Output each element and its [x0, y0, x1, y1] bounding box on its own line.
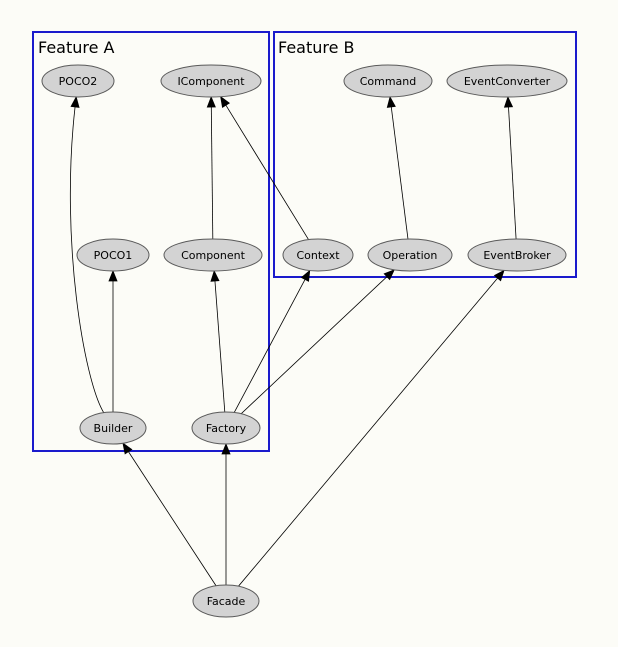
node-label: Component — [181, 249, 246, 262]
node-context[interactable]: Context — [282, 238, 354, 272]
arrowhead — [386, 95, 396, 108]
node-shape[interactable] — [446, 64, 568, 98]
edge-factory-to-component — [210, 269, 226, 413]
cluster-feature-a: Feature A — [32, 31, 270, 452]
cluster-feature-b-label: Feature B — [278, 38, 355, 57]
node-label: Factory — [206, 422, 247, 435]
arrowhead — [206, 95, 216, 108]
node-shape[interactable] — [282, 238, 354, 272]
arrowhead — [383, 269, 396, 281]
node-operation[interactable]: Operation — [367, 238, 453, 272]
edge-facade-to-factory — [221, 442, 231, 585]
edge-facade-to-builder — [122, 442, 217, 586]
edge-line — [214, 280, 226, 413]
node-poco1[interactable]: POCO1 — [76, 238, 150, 272]
arrowhead — [220, 95, 231, 108]
node-command[interactable]: Command — [343, 64, 433, 98]
node-label: EventConverter — [464, 75, 551, 88]
edge-builder-to-poco1 — [108, 269, 118, 412]
node-facade[interactable]: Facade — [192, 584, 260, 618]
edge-line — [240, 276, 388, 414]
node-label: Command — [360, 75, 417, 88]
node-shape[interactable] — [191, 411, 261, 445]
arrowhead — [70, 95, 80, 108]
node-shape[interactable] — [192, 584, 260, 618]
cluster-feature-a-label: Feature A — [38, 38, 115, 57]
node-eventbroker[interactable]: EventBroker — [467, 238, 567, 272]
cluster-feature-a-border — [32, 31, 270, 452]
node-label: Builder — [94, 422, 133, 435]
node-label: Facade — [207, 595, 246, 608]
node-shape[interactable] — [467, 238, 567, 272]
node-builder[interactable]: Builder — [79, 411, 147, 445]
node-label: POCO1 — [94, 249, 133, 262]
node-label: Context — [296, 249, 340, 262]
arrowhead — [493, 269, 505, 282]
edge-factory-to-context — [233, 269, 311, 413]
edge-line — [128, 451, 217, 586]
node-label: EventBroker — [483, 249, 551, 262]
arrowhead — [122, 442, 133, 455]
node-factory[interactable]: Factory — [191, 411, 261, 445]
edge-line — [238, 277, 498, 587]
node-poco2[interactable]: POCO2 — [41, 64, 115, 98]
edge-line — [390, 106, 409, 240]
cluster-feature-b: Feature B — [273, 31, 577, 278]
node-shape[interactable] — [79, 411, 147, 445]
node-shape[interactable] — [367, 238, 453, 272]
arrowhead — [108, 269, 118, 282]
node-shape[interactable] — [163, 238, 263, 272]
node-icomponent[interactable]: IComponent — [160, 64, 262, 98]
cluster-feature-b-border — [273, 31, 577, 278]
node-shape[interactable] — [76, 238, 150, 272]
node-eventconverter[interactable]: EventConverter — [446, 64, 568, 98]
edge-context-to-icomponent — [220, 95, 309, 240]
edge-line — [210, 106, 214, 240]
node-label: IComponent — [177, 75, 245, 88]
node-label: POCO2 — [59, 75, 98, 88]
arrowhead — [300, 269, 311, 282]
edge-line — [233, 279, 306, 413]
edge-component-to-icomponent — [206, 95, 216, 240]
arrowhead — [210, 269, 220, 282]
edge-line — [69, 106, 105, 413]
node-shape[interactable] — [343, 64, 433, 98]
edge-line — [508, 106, 517, 240]
arrowhead — [503, 95, 514, 108]
edge-layer — [69, 95, 517, 587]
edge-line — [225, 105, 309, 240]
arrowhead — [221, 442, 231, 455]
edge-builder-to-poco2 — [69, 95, 105, 413]
node-label: Operation — [383, 249, 438, 262]
edge-factory-to-operation — [240, 269, 396, 414]
edge-operation-to-command — [386, 95, 409, 240]
node-component[interactable]: Component — [163, 238, 263, 272]
node-shape[interactable] — [160, 64, 262, 98]
node-shape[interactable] — [41, 64, 115, 98]
edge-facade-to-eventbroker — [238, 269, 505, 587]
edge-eventbroker-to-eventconverter — [503, 95, 517, 240]
